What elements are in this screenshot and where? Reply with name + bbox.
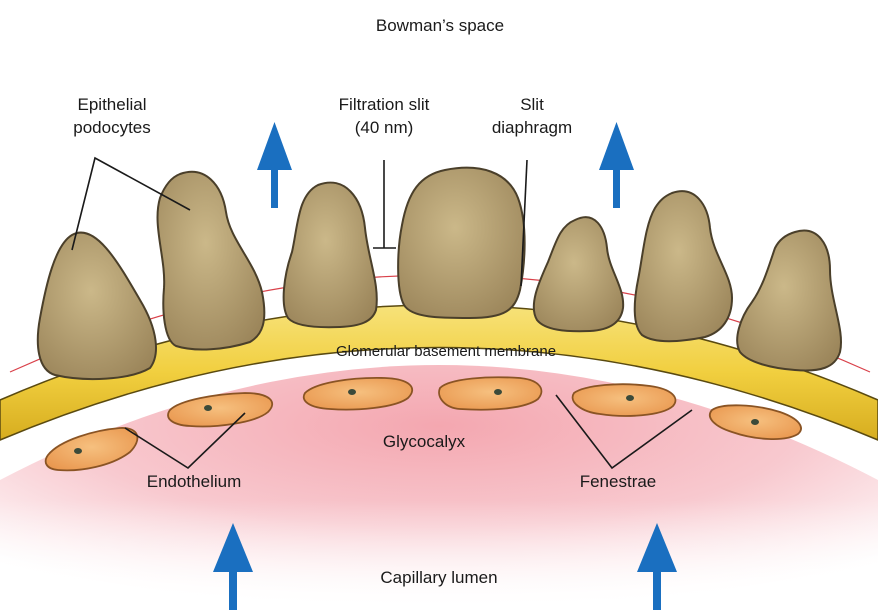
- podocyte-1: [38, 232, 156, 379]
- epithelial-podocytes-label-line2: podocytes: [73, 118, 151, 137]
- up-arrow-icon-right-top: [599, 122, 634, 208]
- endothelial-cell-4: [439, 377, 541, 409]
- podocyte-4: [398, 168, 525, 318]
- capillary-lumen-label: Capillary lumen: [380, 568, 497, 587]
- podocyte-7: [737, 231, 841, 371]
- podocyte-5: [534, 217, 623, 331]
- endothelium-label: Endothelium: [147, 472, 242, 491]
- epithelial-podocytes-label-line1: Epithelial: [78, 95, 147, 114]
- filtration-slit-label-line2: (40 nm): [355, 118, 414, 137]
- filtration-slit-leader: [373, 160, 396, 248]
- podocyte-3: [284, 183, 377, 328]
- gbm-label: Glomerular basement membrane: [336, 343, 556, 360]
- slit-diaphragm-label-line2: diaphragm: [492, 118, 572, 137]
- fenestrae-label: Fenestrae: [580, 472, 657, 491]
- podocyte-6: [635, 191, 732, 341]
- up-arrow-icon-left-top: [257, 122, 292, 208]
- podocyte-2: [158, 172, 265, 350]
- endothelial-cell-5: [573, 384, 676, 416]
- slit-diaphragm-label-line1: Slit: [520, 95, 544, 114]
- filtration-slit-label-line1: Filtration slit: [339, 95, 430, 114]
- bowmans-space-label: Bowman’s space: [376, 16, 504, 35]
- glycocalyx-label: Glycocalyx: [383, 432, 466, 451]
